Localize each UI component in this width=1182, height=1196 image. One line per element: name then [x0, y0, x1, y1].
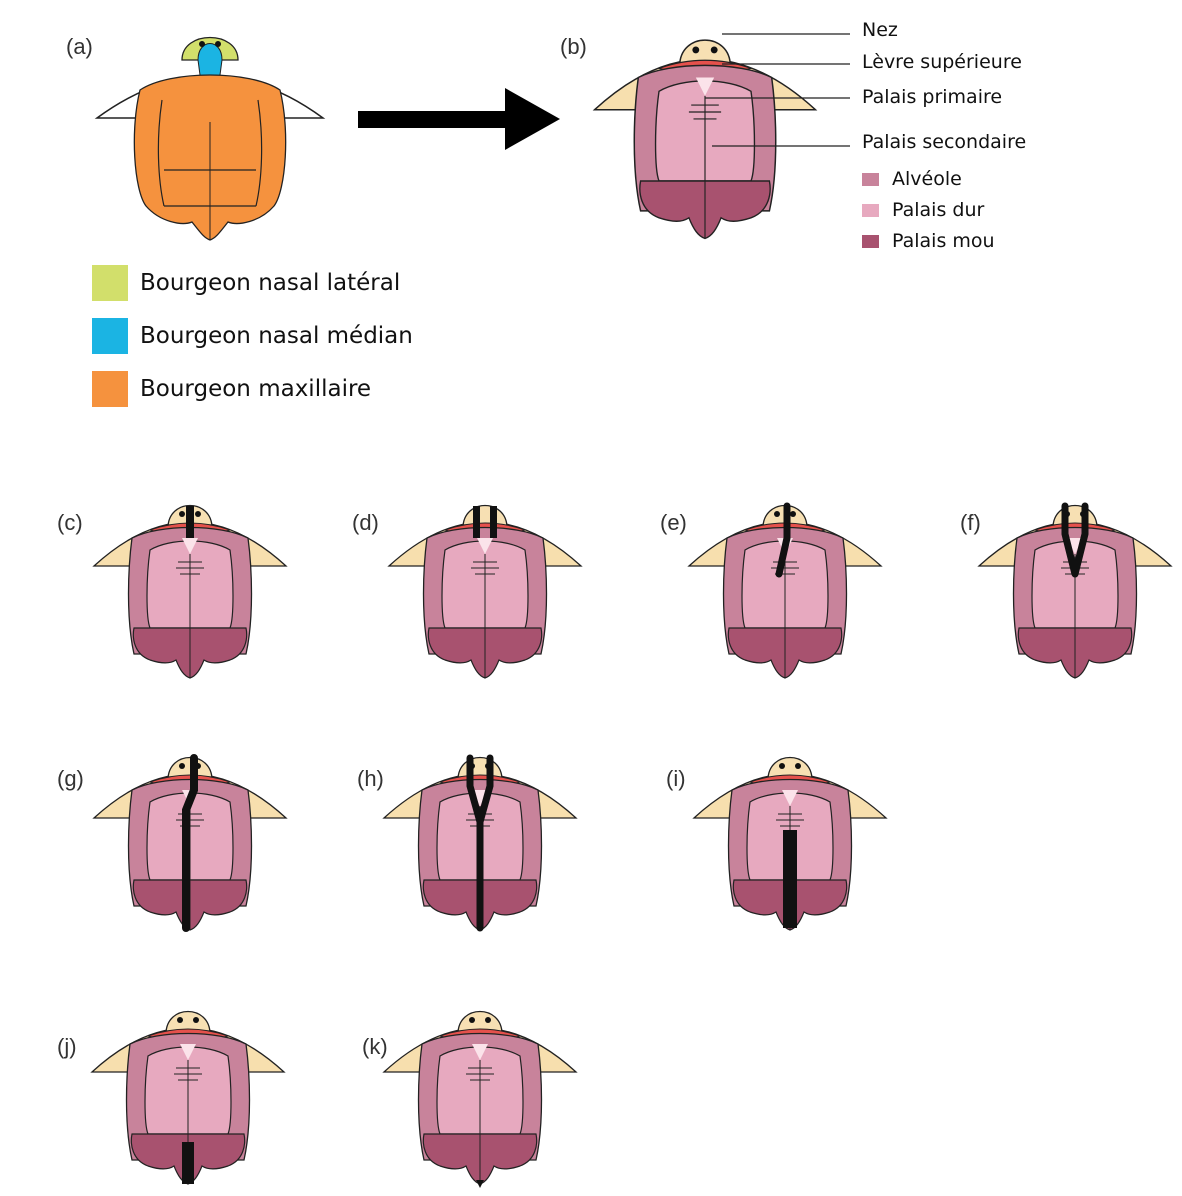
panel-label-k: (k) — [362, 1034, 388, 1060]
annotation-palais-secondaire: Palais secondaire — [862, 131, 1026, 153]
legend-label: Bourgeon nasal latéral — [140, 270, 400, 296]
figure-j — [92, 1012, 284, 1185]
panel-label-c: (c) — [57, 510, 83, 536]
legend-item-alveole: Alvéole — [862, 168, 962, 190]
legend-label: Bourgeon maxillaire — [140, 376, 371, 402]
annotation-nez: Nez — [862, 19, 898, 41]
panel-label-b: (b) — [560, 34, 587, 60]
legend-item-palais-mou: Palais mou — [862, 230, 995, 252]
figure-a — [97, 38, 323, 241]
swatch-palais-mou — [862, 235, 879, 248]
panel-label-j: (j) — [57, 1034, 77, 1060]
legend-label: Palais mou — [892, 230, 995, 252]
arrow — [358, 88, 560, 150]
panel-label-f: (f) — [960, 510, 981, 536]
legend-item-maxillaire: Bourgeon maxillaire — [92, 371, 371, 407]
swatch-nasal-median — [92, 318, 128, 354]
legend-item-nasal-median: Bourgeon nasal médian — [92, 318, 413, 354]
annotation-palais-primaire: Palais primaire — [862, 86, 1002, 108]
panel-label-g: (g) — [57, 766, 84, 792]
panel-label-i: (i) — [666, 766, 686, 792]
panel-label-d: (d) — [352, 510, 379, 536]
swatch-maxillaire — [92, 371, 128, 407]
legend-label: Bourgeon nasal médian — [140, 323, 413, 349]
legend-item-nasal-lateral: Bourgeon nasal latéral — [92, 265, 400, 301]
figure-h — [384, 758, 576, 931]
legend-label: Palais dur — [892, 199, 984, 221]
legend-item-palais-dur: Palais dur — [862, 199, 984, 221]
swatch-alveole — [862, 173, 879, 186]
panel-label-h: (h) — [357, 766, 384, 792]
figure-c — [94, 506, 286, 679]
figure-d — [389, 506, 581, 679]
annotation-levre: Lèvre supérieure — [862, 51, 1022, 73]
figure-f — [979, 506, 1171, 679]
figure-k — [384, 1012, 576, 1189]
swatch-nasal-lateral — [92, 265, 128, 301]
legend-label: Alvéole — [892, 168, 962, 190]
panel-label-a: (a) — [66, 34, 93, 60]
figure-i — [694, 758, 886, 931]
swatch-palais-dur — [862, 204, 879, 217]
figure-g — [94, 758, 286, 931]
panel-label-e: (e) — [660, 510, 687, 536]
figure-e — [689, 506, 881, 679]
figure-b — [595, 40, 816, 238]
